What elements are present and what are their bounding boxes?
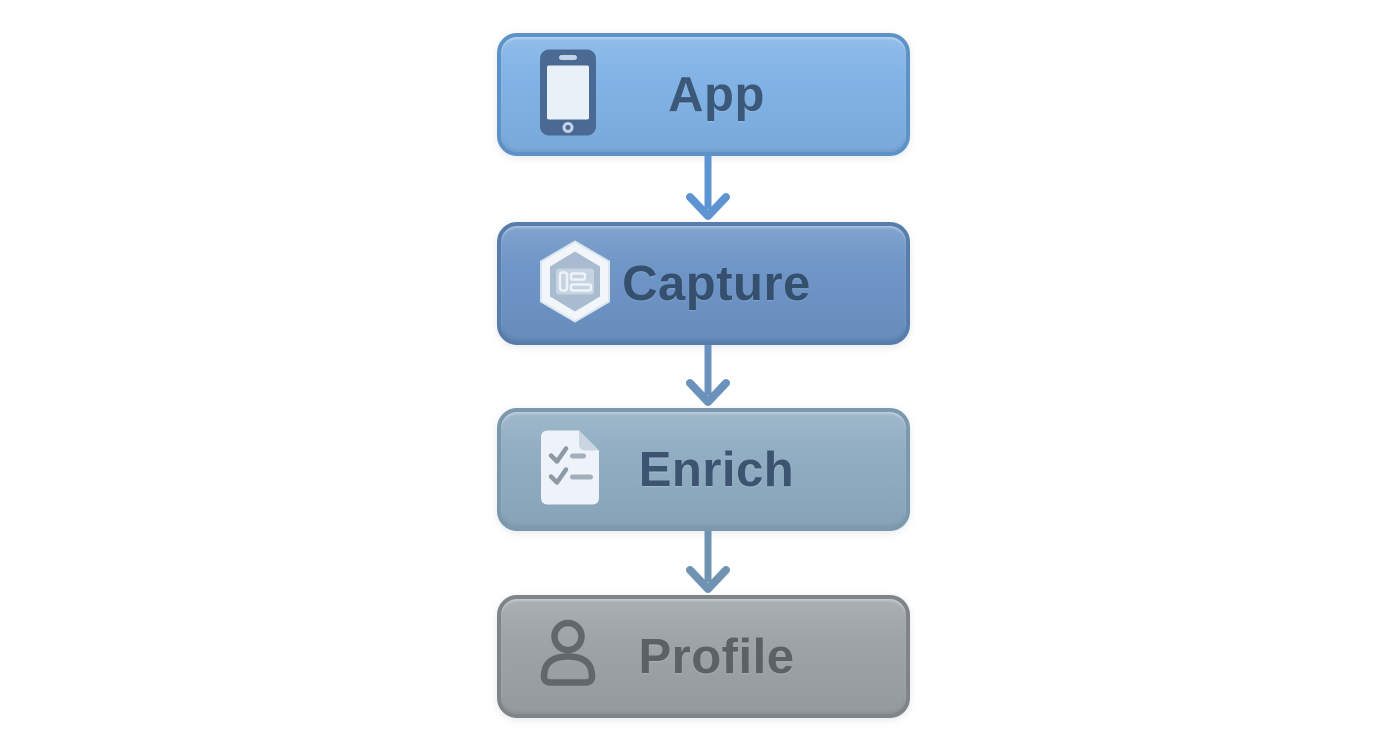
- flow-node-profile: Profile: [497, 595, 910, 718]
- person-icon: [539, 617, 597, 696]
- id-badge-hexagon-icon: [539, 239, 611, 328]
- checklist-document-icon: [539, 428, 601, 511]
- flow-node-capture: Capture: [497, 222, 910, 345]
- arrow-capture-to-enrich: [686, 345, 730, 408]
- arrow-app-to-capture: [686, 156, 730, 222]
- flow-node-enrich: Enrich: [497, 408, 910, 531]
- smartphone-icon: [539, 48, 597, 141]
- flow-node-enrich-label: Enrich: [638, 442, 795, 497]
- arrow-enrich-to-profile: [686, 531, 730, 595]
- flow-node-app: App: [497, 33, 910, 156]
- flow-node-profile-label: Profile: [638, 629, 795, 684]
- flow-node-app-label: App: [668, 67, 765, 122]
- flow-node-capture-label: Capture: [622, 256, 811, 311]
